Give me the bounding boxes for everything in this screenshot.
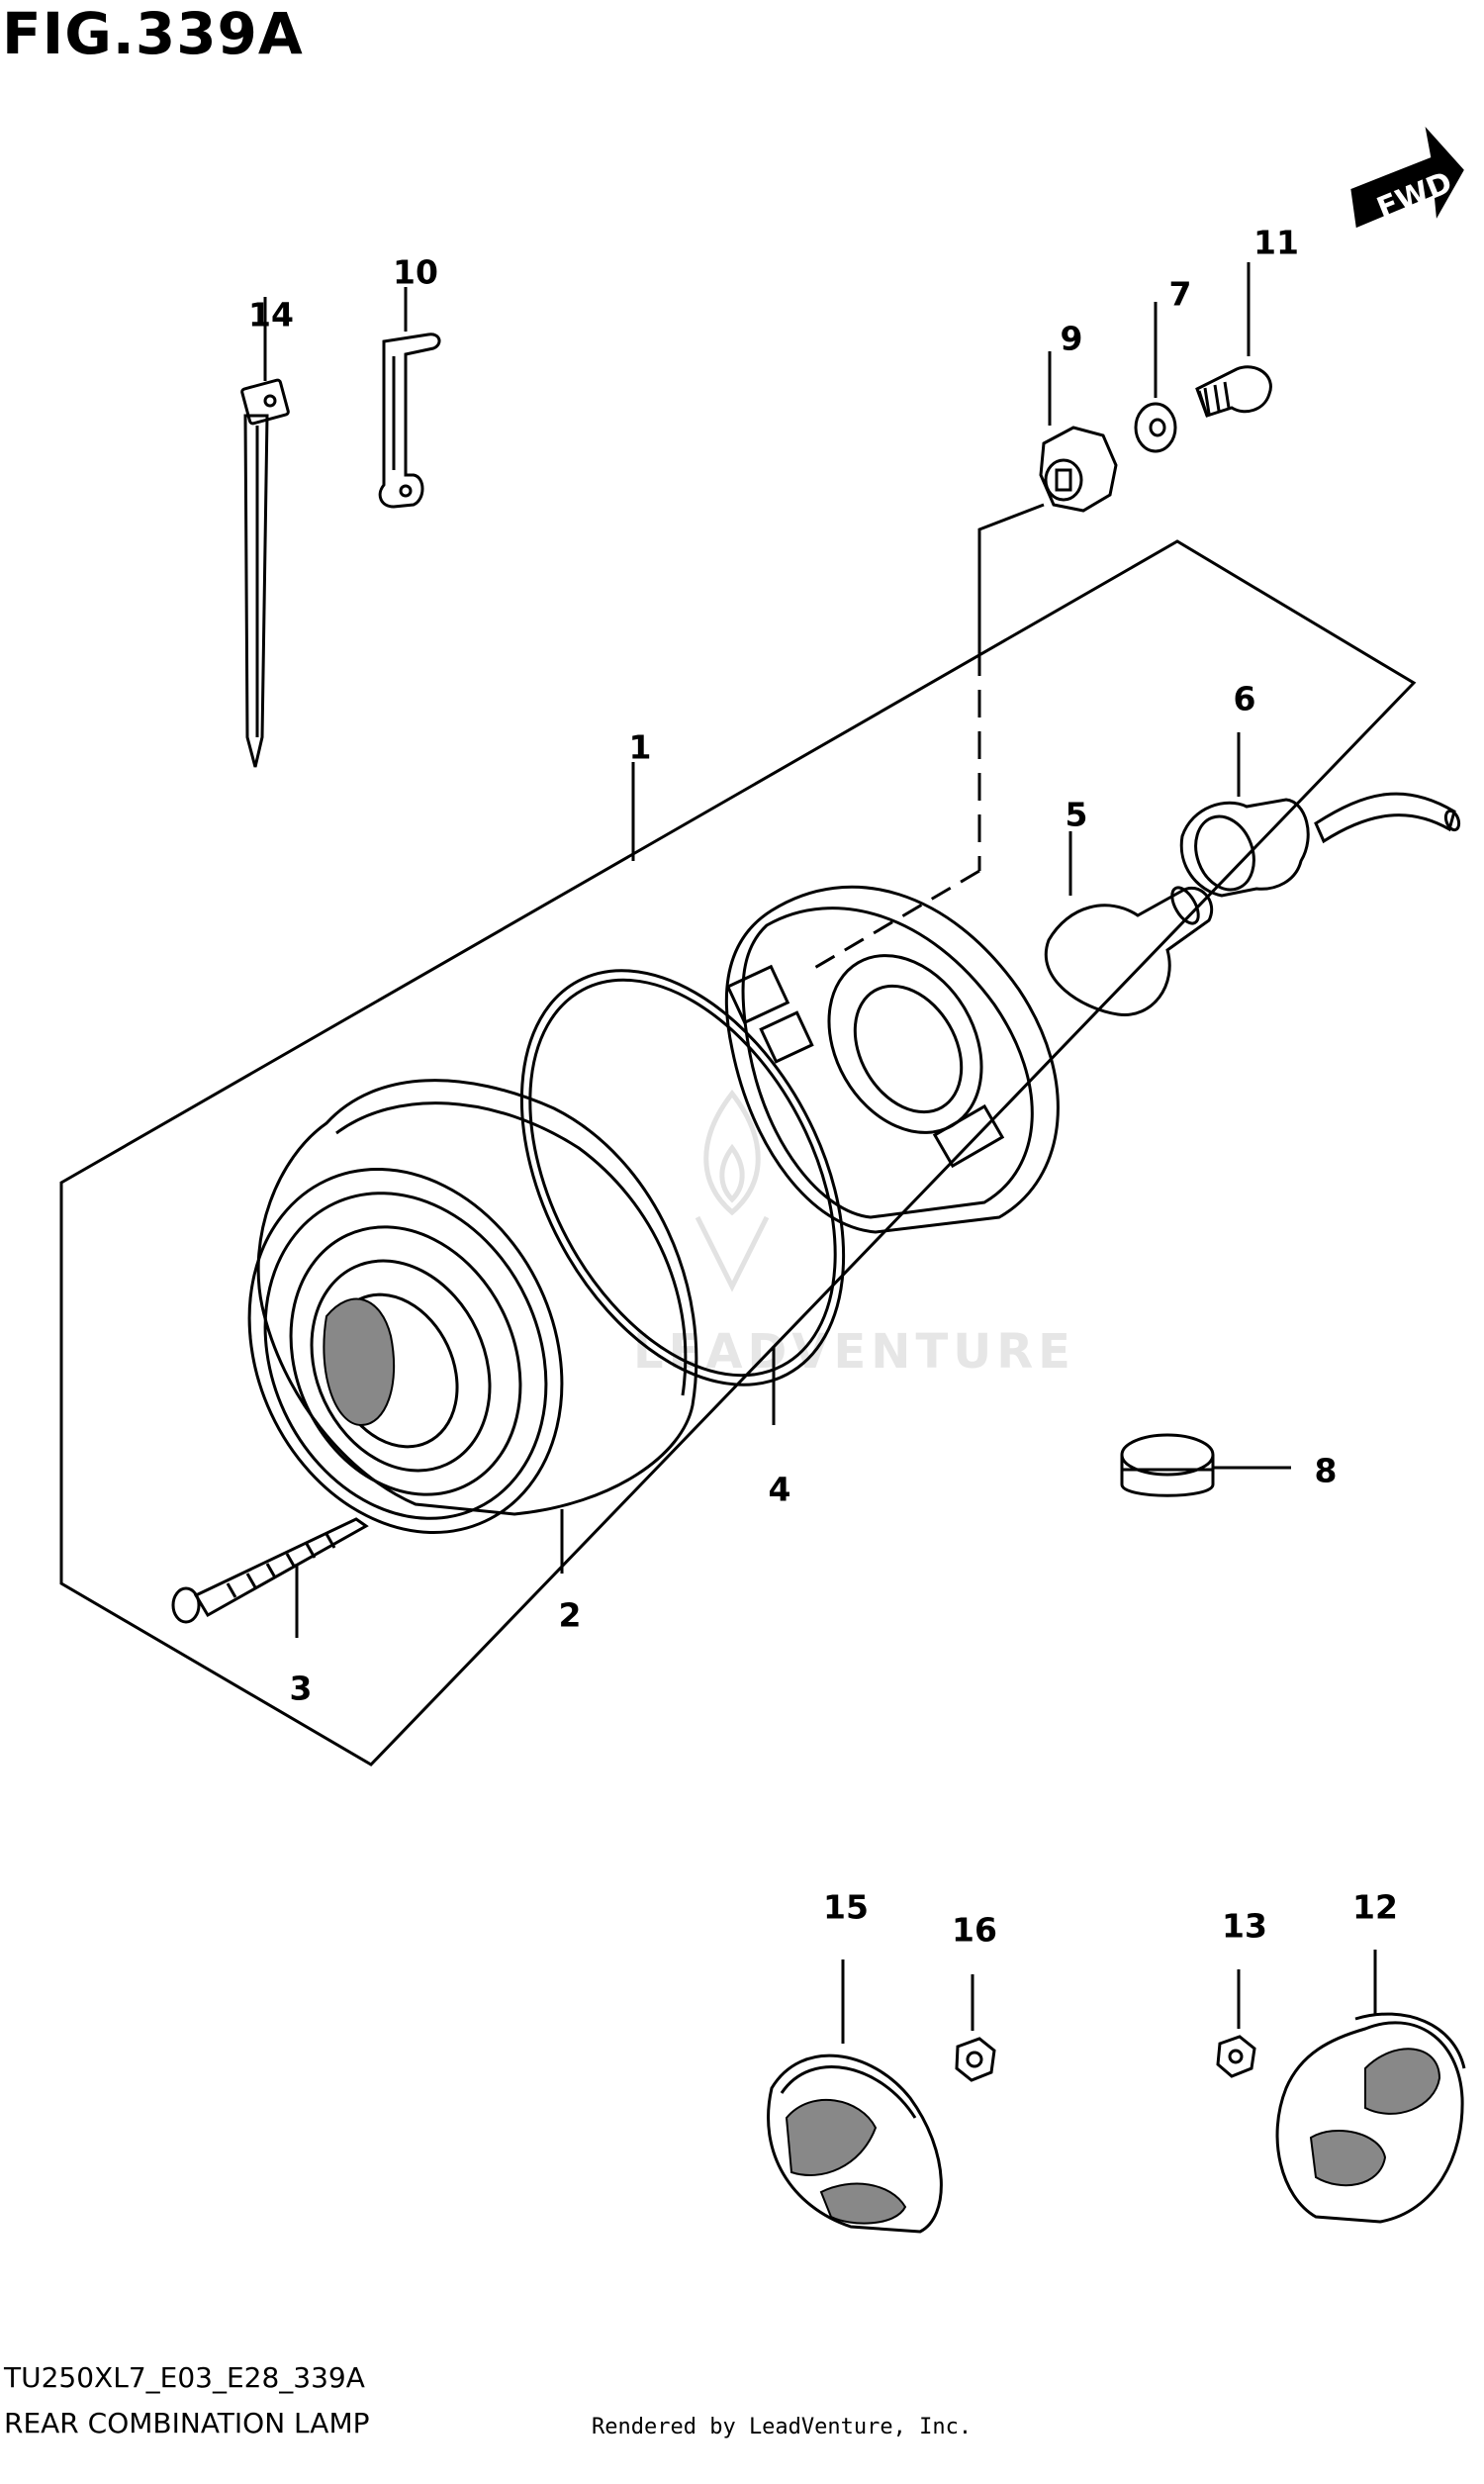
callout-6: 6 [1233, 679, 1256, 718]
bulb-part [1045, 831, 1214, 1016]
drawing-code: TU250XL7_E03_E28_339A [4, 2361, 365, 2394]
washer-part [1134, 302, 1177, 453]
reflector-left-part [767, 1959, 943, 2234]
callout-14: 14 [248, 295, 294, 334]
nut-part [1039, 351, 1118, 513]
assembly-name: REAR COMBINATION LAMP [4, 2407, 370, 2439]
callout-7: 7 [1168, 274, 1192, 314]
clamp-part [378, 287, 441, 509]
callout-8: 8 [1314, 1451, 1338, 1490]
nut-left-part [955, 1974, 996, 2082]
bolt-part [1195, 262, 1272, 418]
gasket-part [519, 969, 846, 1425]
callout-5: 5 [1065, 795, 1088, 834]
fwd-arrow-icon: FWD [1350, 127, 1464, 229]
callout-3: 3 [289, 1669, 313, 1708]
callout-15: 15 [823, 1887, 869, 1927]
callout-9: 9 [1060, 319, 1083, 358]
lamp-housing-part [631, 762, 1060, 1234]
assembly-boundary [59, 539, 1417, 1767]
nut-right-part [1216, 1969, 1256, 2078]
cable-tie-part [240, 297, 290, 768]
callout-16: 16 [952, 1910, 997, 1950]
callout-1: 1 [628, 727, 652, 767]
nut-leader-line [977, 503, 1045, 648]
render-credit: Rendered by LeadVenture, Inc. [592, 2415, 973, 2439]
callout-11: 11 [1253, 223, 1299, 262]
socket-part [1179, 732, 1461, 898]
screw-part [171, 1517, 369, 1638]
callout-13: 13 [1222, 1906, 1267, 1946]
figure-title: FIG.339A [2, 0, 304, 67]
callout-4: 4 [768, 1470, 791, 1509]
reflector-right-part [1275, 1950, 1466, 2224]
lens-part [247, 1079, 698, 1574]
grommet-part [1120, 1433, 1291, 1497]
watermark-logo [695, 1089, 770, 1292]
callout-2: 2 [558, 1595, 582, 1635]
callout-12: 12 [1352, 1887, 1398, 1927]
callout-10: 10 [393, 252, 438, 292]
